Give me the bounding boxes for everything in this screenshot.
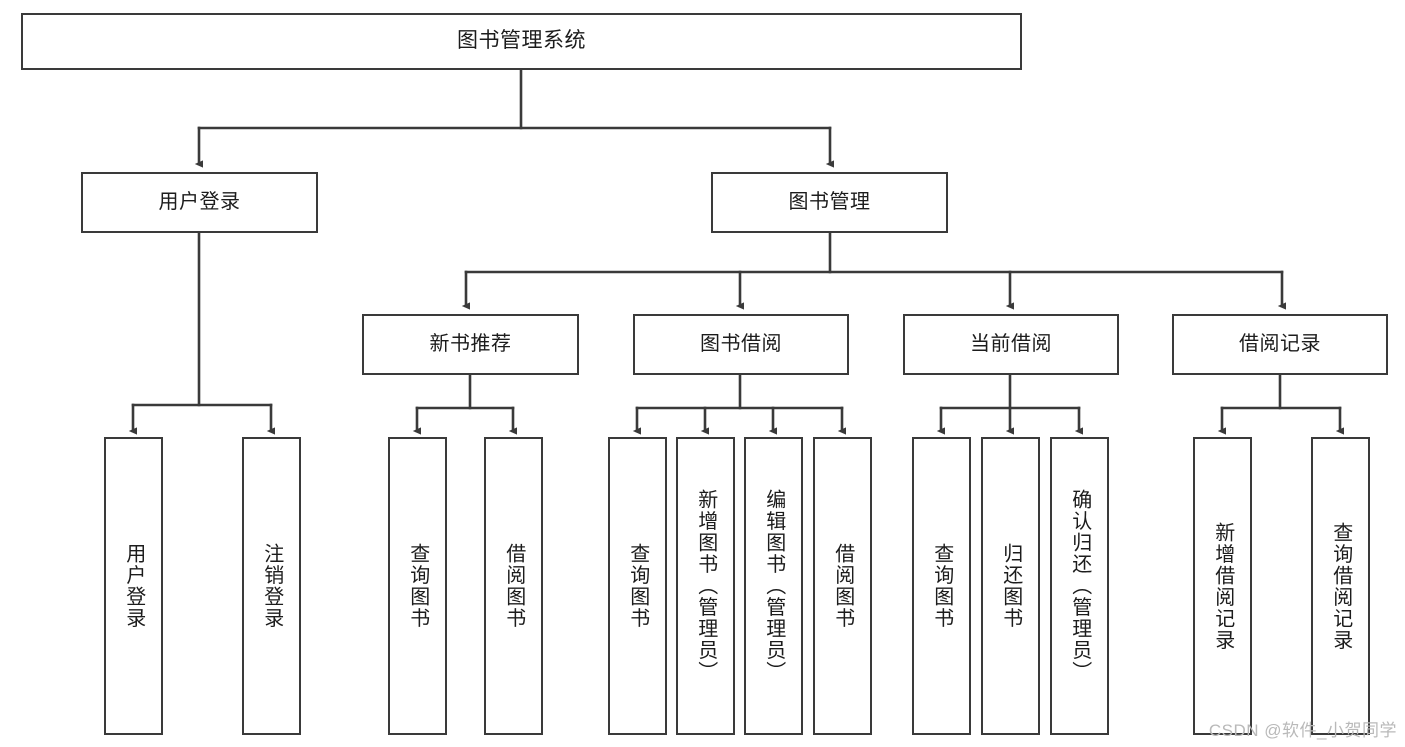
node-user-login[interactable]: 用户登录 (81, 172, 318, 233)
node-label: 注销登录 (260, 543, 283, 629)
node-label: 当前借阅 (970, 332, 1052, 355)
node-label: 新书推荐 (429, 332, 512, 355)
node-label: 借阅图书 (502, 543, 525, 629)
node-label: 编辑图书（管理员） (762, 489, 785, 683)
leaf-confirm-return-admin[interactable]: 确认归还（管理员） (1050, 437, 1109, 735)
node-label: 借阅记录 (1239, 332, 1321, 355)
node-book-borrow[interactable]: 图书借阅 (633, 314, 849, 375)
leaf-edit-book-admin[interactable]: 编辑图书（管理员） (744, 437, 803, 735)
leaf-query-borrow-record[interactable]: 查询借阅记录 (1311, 437, 1370, 735)
node-label: 查询图书 (626, 543, 649, 629)
node-new-book-recommend[interactable]: 新书推荐 (362, 314, 579, 375)
node-label: 图书借阅 (700, 332, 782, 355)
node-label: 借阅图书 (831, 543, 854, 629)
leaf-return-book[interactable]: 归还图书 (981, 437, 1040, 735)
node-label: 用户登录 (158, 190, 241, 213)
node-borrow-record[interactable]: 借阅记录 (1172, 314, 1388, 375)
leaf-add-borrow-record[interactable]: 新增借阅记录 (1193, 437, 1252, 735)
node-book-management[interactable]: 图书管理 (711, 172, 948, 233)
node-label: 查询图书 (406, 543, 429, 629)
node-label: 查询图书 (930, 543, 953, 629)
node-root-book-management-system[interactable]: 图书管理系统 (21, 13, 1022, 70)
node-label: 新增图书（管理员） (694, 489, 717, 683)
leaf-add-book-admin[interactable]: 新增图书（管理员） (676, 437, 735, 735)
node-label: 新增借阅记录 (1211, 521, 1234, 651)
node-current-borrow[interactable]: 当前借阅 (903, 314, 1119, 375)
watermark: CSDN @软件_小贺同学 (1208, 721, 1397, 740)
leaf-logout[interactable]: 注销登录 (242, 437, 301, 735)
leaf-borrow-book[interactable]: 借阅图书 (813, 437, 872, 735)
node-label: 图书管理系统 (457, 29, 586, 53)
node-label: 确认归还（管理员） (1068, 489, 1091, 683)
node-label: 归还图书 (999, 543, 1022, 629)
leaf-borrow-book-recommend[interactable]: 借阅图书 (484, 437, 543, 735)
node-label: 查询借阅记录 (1329, 521, 1352, 651)
leaf-user-login[interactable]: 用户登录 (104, 437, 163, 735)
leaf-query-book-recommend[interactable]: 查询图书 (388, 437, 447, 735)
leaf-query-book-borrow[interactable]: 查询图书 (608, 437, 667, 735)
leaf-query-book-current[interactable]: 查询图书 (912, 437, 971, 735)
node-label: 图书管理 (788, 190, 871, 213)
node-label: 用户登录 (122, 543, 145, 629)
